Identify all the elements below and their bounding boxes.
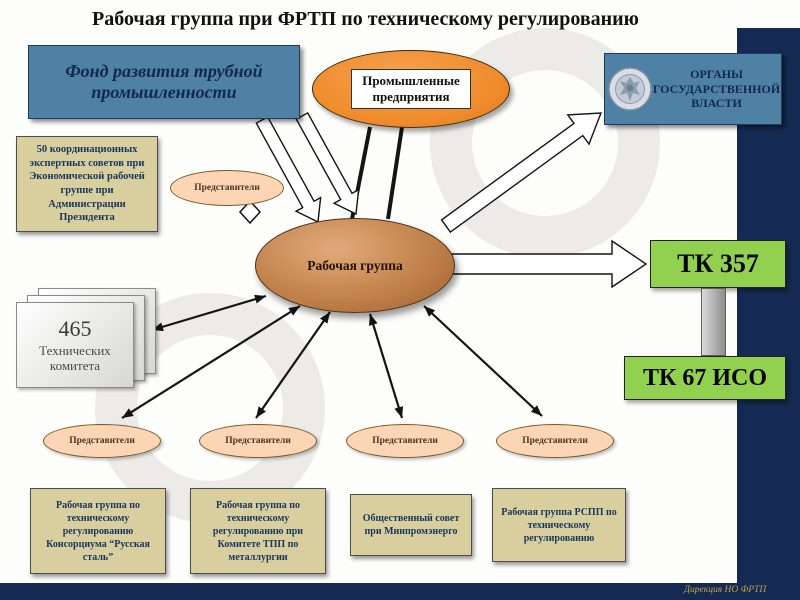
node-frtp-fund: Фонд развития трубной промышленности bbox=[28, 45, 300, 119]
representatives-label: Представители bbox=[69, 436, 135, 446]
node-working-group: Рабочая группа bbox=[255, 218, 455, 313]
frtp-fund-label: Фонд развития трубной промышленности bbox=[65, 61, 263, 102]
node-representatives-2: Представители bbox=[199, 424, 317, 458]
tk-67-iso-label: ТК 67 ИСО bbox=[642, 364, 768, 391]
node-tk-357: ТК 357 bbox=[650, 240, 786, 288]
node-public-council-minpromenergo: Общественный совет при Минпромэнерго bbox=[350, 494, 472, 556]
working-group-label: Рабочая группа bbox=[307, 257, 403, 273]
node-industry-enterprises: Промышленные предприятия bbox=[312, 50, 510, 128]
node-tk-67-iso: ТК 67 ИСО bbox=[624, 356, 786, 400]
government-label: ОРГАНЫ ГОСУДАРСТВЕННОЙ ВЛАСТИ bbox=[652, 67, 781, 111]
node-representatives-4: Представители bbox=[496, 424, 614, 458]
committees-label: Технических комитета bbox=[39, 342, 111, 374]
group-label: Рабочая группа РСПП по техническому регу… bbox=[501, 506, 617, 544]
node-technical-committees: 465 Технических комитета bbox=[16, 302, 134, 388]
footer-credit: Дирекция НО ФРТП bbox=[684, 585, 767, 595]
group-label: Рабочая группа по техническому регулиров… bbox=[46, 499, 150, 563]
expert-councils-label: 50 координационных экспертных советов пр… bbox=[29, 144, 145, 224]
node-group-russian-steel: Рабочая группа по техническому регулиров… bbox=[30, 488, 166, 574]
representatives-label: Представители bbox=[372, 436, 438, 446]
node-representatives-1: Представители bbox=[43, 424, 161, 458]
node-government-bodies: ОРГАНЫ ГОСУДАРСТВЕННОЙ ВЛАСТИ bbox=[604, 53, 782, 125]
committees-count: 465 bbox=[58, 316, 92, 342]
slide-title: Рабочая группа при ФРТП по техническому … bbox=[92, 8, 639, 30]
state-emblem-icon bbox=[608, 67, 652, 111]
tk-357-label: ТК 357 bbox=[677, 249, 759, 278]
representatives-label: Представители bbox=[522, 436, 588, 446]
tk-connector-bar bbox=[701, 288, 726, 356]
node-group-tpp-metallurgy: Рабочая группа по техническому регулиров… bbox=[190, 488, 326, 574]
node-representatives-3: Представители bbox=[346, 424, 464, 458]
representatives-label: Представители bbox=[225, 436, 291, 446]
bottom-frame-bar bbox=[0, 583, 800, 600]
node-group-rspp: Рабочая группа РСПП по техническому регу… bbox=[492, 488, 626, 562]
industry-label: Промышленные предприятия bbox=[351, 69, 471, 109]
group-label: Общественный совет при Минпромэнерго bbox=[362, 513, 460, 537]
group-label: Рабочая группа по техническому регулиров… bbox=[212, 499, 304, 563]
node-expert-councils: 50 координационных экспертных советов пр… bbox=[16, 136, 158, 232]
node-representatives-top: Представители bbox=[170, 170, 284, 206]
representatives-top-label: Представители bbox=[194, 183, 260, 193]
